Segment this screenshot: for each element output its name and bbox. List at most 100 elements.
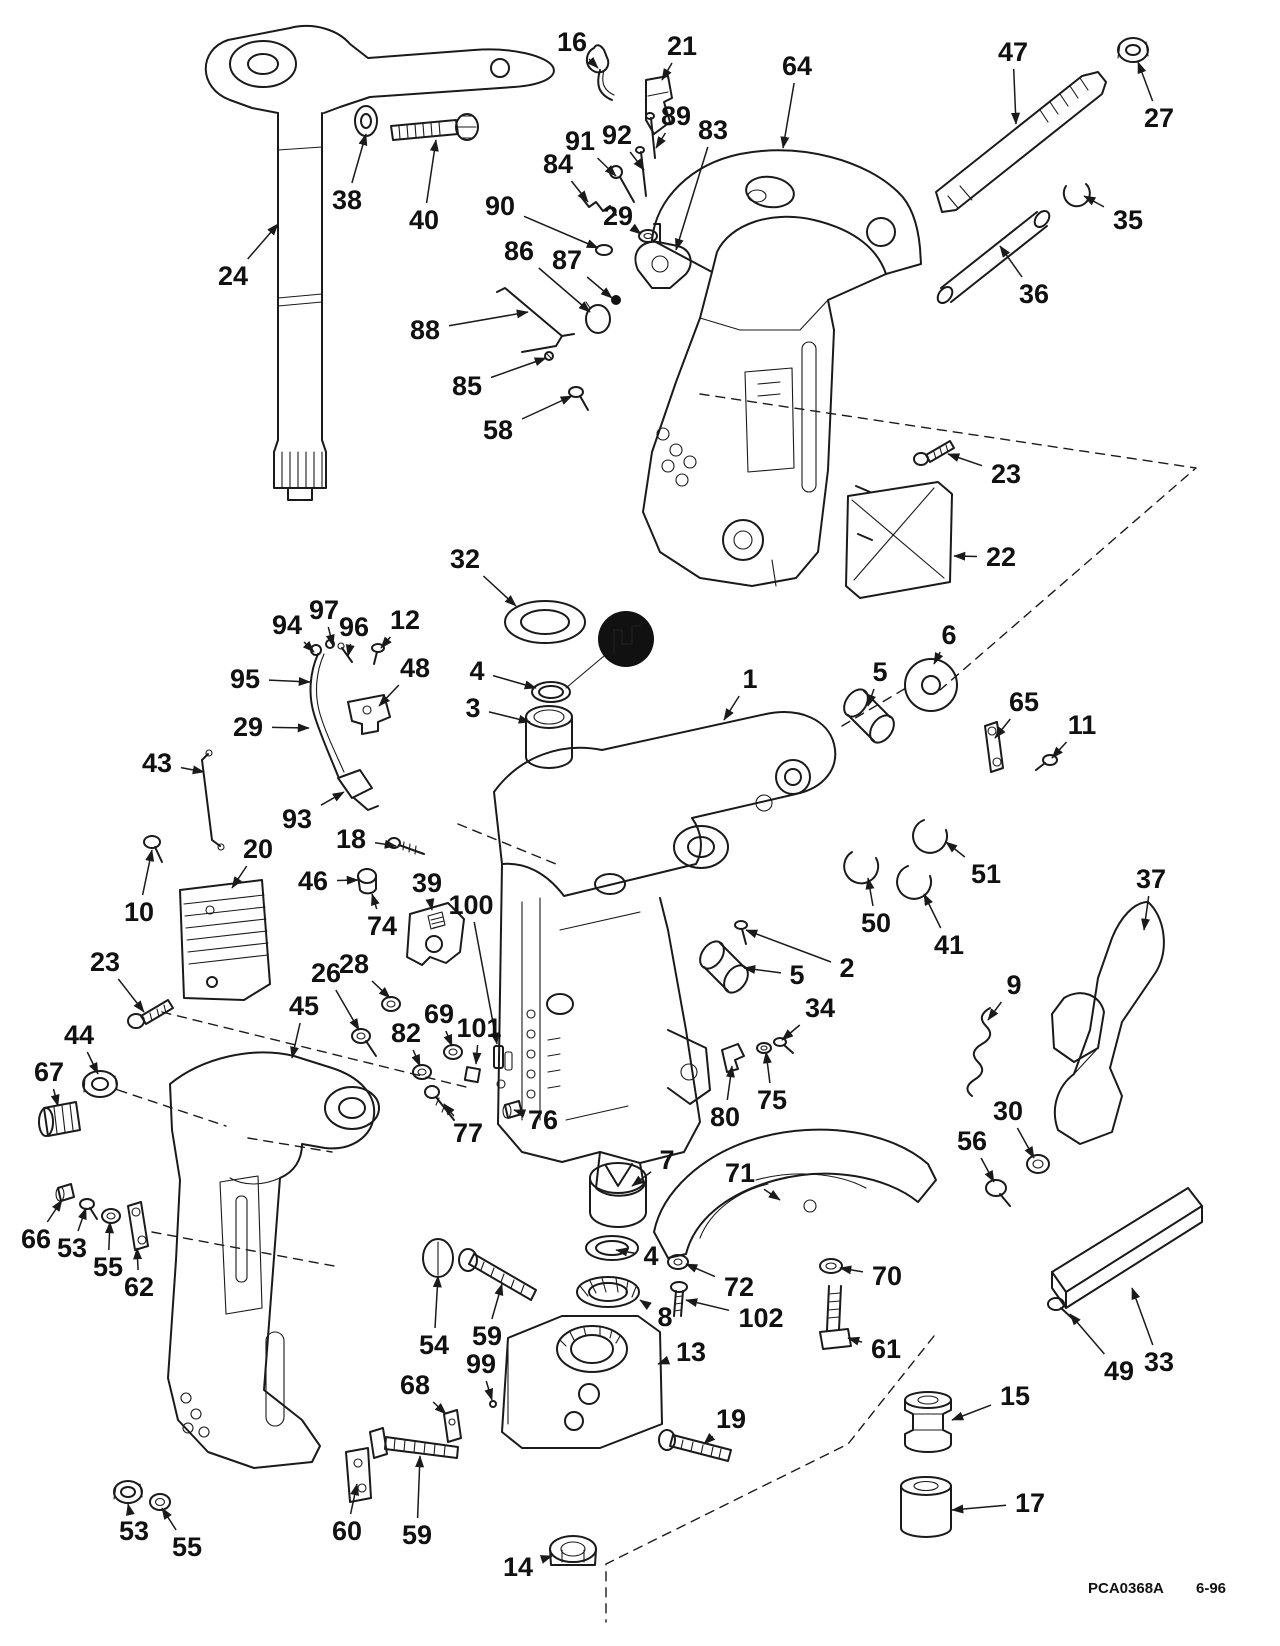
part-callout-39-45: 39 [412,868,442,898]
leader-line-65-36 [994,718,1011,739]
leader-line-38-11 [351,133,368,184]
leader-line-29-38 [271,723,310,733]
part-23-bolt-left [127,999,174,1029]
part-callout-44-63: 44 [64,1020,94,1050]
part-callout-43-39: 43 [142,748,172,778]
part-callout-29-38: 29 [233,712,263,742]
leader-line-41-50 [923,893,942,929]
part-callout-59-94: 59 [402,1520,432,1550]
leader-line-30-67 [1016,1127,1035,1159]
leader-line-16-0 [586,56,599,69]
leader-line-64-2 [780,82,795,149]
leader-line-61-84 [847,1336,863,1346]
leader-line-85-20 [490,357,547,379]
part-callout-36-18: 36 [1019,279,1049,309]
part-callout-62-76: 62 [124,1272,154,1302]
leader-line-93-40 [320,791,345,806]
part-callout-26-54: 26 [311,958,341,988]
lube-point-icon [565,611,654,689]
part-callout-2-51: 2 [839,953,854,983]
drawing-date: 6-96 [1196,1580,1226,1597]
part-70-washer [819,1258,843,1274]
part-callout-87-15: 87 [552,245,582,275]
leader-line-47-3 [1011,68,1021,125]
leader-line-34-62 [781,1024,801,1041]
part-callout-7-71: 7 [659,1145,674,1175]
leader-line-58-21 [521,395,573,420]
part-callout-64-2: 64 [782,51,812,81]
part-callout-66-73: 66 [21,1224,51,1254]
part-callout-1-33: 1 [742,664,757,694]
part-callout-58-21: 58 [483,415,513,445]
part-30-nut [1026,1154,1050,1174]
part-101-square-nut [463,1066,481,1084]
part-callout-97-25: 97 [309,595,339,625]
leader-line-40-12 [425,139,439,204]
part-callout-92-7: 92 [602,120,632,150]
part-callout-61-84: 61 [871,1334,901,1364]
part-callout-55-96: 55 [172,1532,202,1562]
part-27-nut [1117,37,1149,63]
part-callout-67-64: 67 [34,1057,64,1087]
part-callout-99-88: 99 [466,1349,496,1379]
part-callout-38-11: 38 [332,185,362,215]
part-callout-35-17: 35 [1113,205,1143,235]
part-callout-13-85: 13 [676,1337,706,1367]
leader-line-6-29 [933,651,944,665]
part-58-screw [568,386,589,411]
part-callout-96-27: 96 [339,612,369,642]
part-callout-34-62: 34 [805,993,835,1023]
part-50-clip [843,851,880,885]
leader-line-69-59 [443,1030,453,1047]
part-4-oring-upper [531,681,571,703]
part-6-thrust-washer [904,658,958,712]
leader-line-84-9 [570,180,589,203]
part-callout-84-9: 84 [543,149,573,179]
leader-line-23-22 [947,453,983,467]
leader-line-15-90 [951,1404,992,1421]
leader-line-33-86 [1131,1287,1154,1346]
construction-dashed-lines [117,393,1197,1623]
part-9-spring [966,1007,992,1097]
part-64-stern-bracket [642,149,922,587]
part-callout-85-20: 85 [452,371,482,401]
part-callout-54-82: 54 [419,1330,449,1360]
part-callout-17-92: 17 [1015,1488,1045,1518]
leader-line-36-18 [999,245,1023,278]
part-87-ball [611,295,621,305]
part-callout-91-8: 91 [565,126,595,156]
leader-line-43-39 [180,765,205,775]
part-92-pin [635,146,647,197]
leader-line-19-91 [703,1433,716,1445]
part-46-bushing [357,868,377,895]
part-callout-14-97: 14 [503,1552,533,1582]
callout-leader-lines [46,56,1154,1564]
part-71-ground-plate [653,1128,937,1259]
leader-line-71-72 [763,1188,781,1201]
part-callout-22-23: 22 [986,542,1016,572]
part-1-swivel-bracket [493,711,837,1197]
leader-line-55-96 [161,1507,177,1531]
part-67-cap [38,1101,81,1137]
part-85-screw [544,351,554,361]
leader-line-53-95 [126,1503,135,1516]
part-69-washer [443,1044,463,1060]
part-callout-5-56: 5 [789,960,804,990]
part-36-pivot-rod [936,210,1051,304]
part-10-screw [143,835,163,863]
part-callout-23-53: 23 [90,947,120,977]
part-callout-37-52: 37 [1136,864,1166,894]
part-80-clip [721,1043,745,1073]
part-28-washer [381,996,401,1012]
part-7-thrust-rod [589,1162,647,1228]
part-68-keeper [443,1409,462,1443]
leader-line-66-73 [46,1199,63,1223]
leader-line-75-66 [762,1051,772,1084]
part-callout-69-59: 69 [424,999,454,1029]
part-40-bolt [390,113,479,141]
part-callout-33-86: 33 [1144,1347,1174,1377]
part-4-oring-lower [585,1235,639,1261]
part-43-link-rod [201,749,225,851]
